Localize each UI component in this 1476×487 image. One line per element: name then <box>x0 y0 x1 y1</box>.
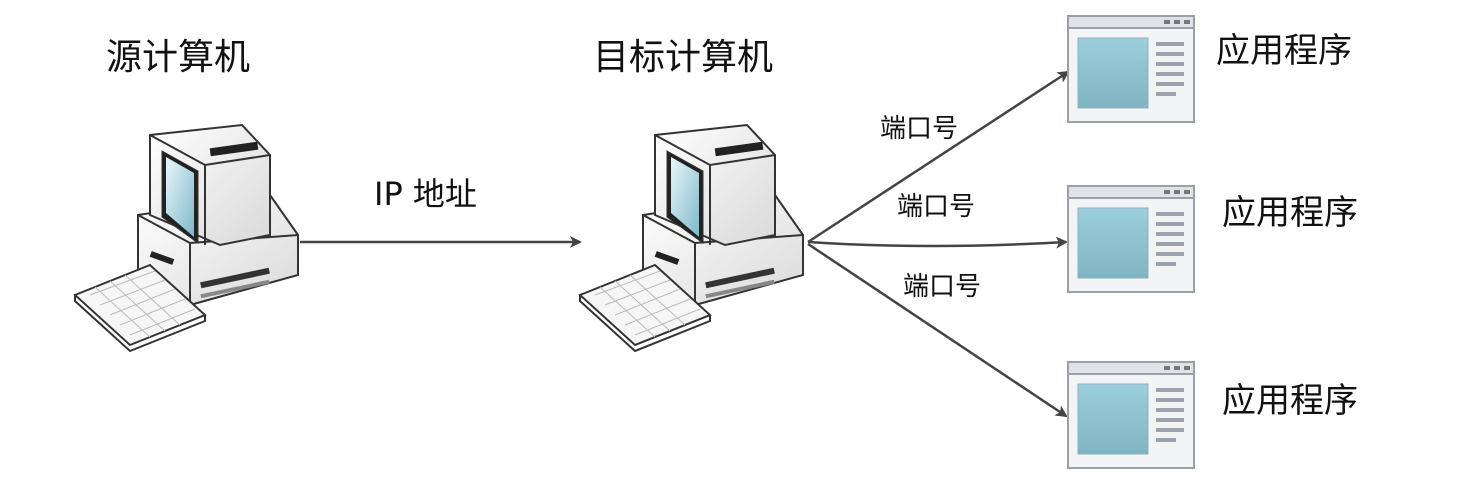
application-label-middle: 应用程序 <box>1222 193 1358 233</box>
ip-address-label: IP 地址 <box>374 175 477 213</box>
application-window-icon <box>1067 15 1195 123</box>
source-computer-label: 源计算机 <box>106 37 251 78</box>
application-window-icon <box>1067 361 1195 469</box>
port-arrow-middle <box>807 236 1068 249</box>
application-label-top: 应用程序 <box>1216 31 1352 71</box>
application-window-icon <box>1067 185 1195 293</box>
source-computer-icon <box>73 123 299 353</box>
application-label-bottom: 应用程序 <box>1222 381 1358 421</box>
port-label-bottom: 端口号 <box>903 272 982 302</box>
target-computer-icon <box>578 123 804 353</box>
target-computer-label: 目标计算机 <box>593 37 774 78</box>
port-arrow-bottom <box>807 242 1068 418</box>
port-label-middle: 端口号 <box>897 192 976 222</box>
port-arrow-top <box>807 70 1070 244</box>
port-label-top: 端口号 <box>880 114 959 144</box>
